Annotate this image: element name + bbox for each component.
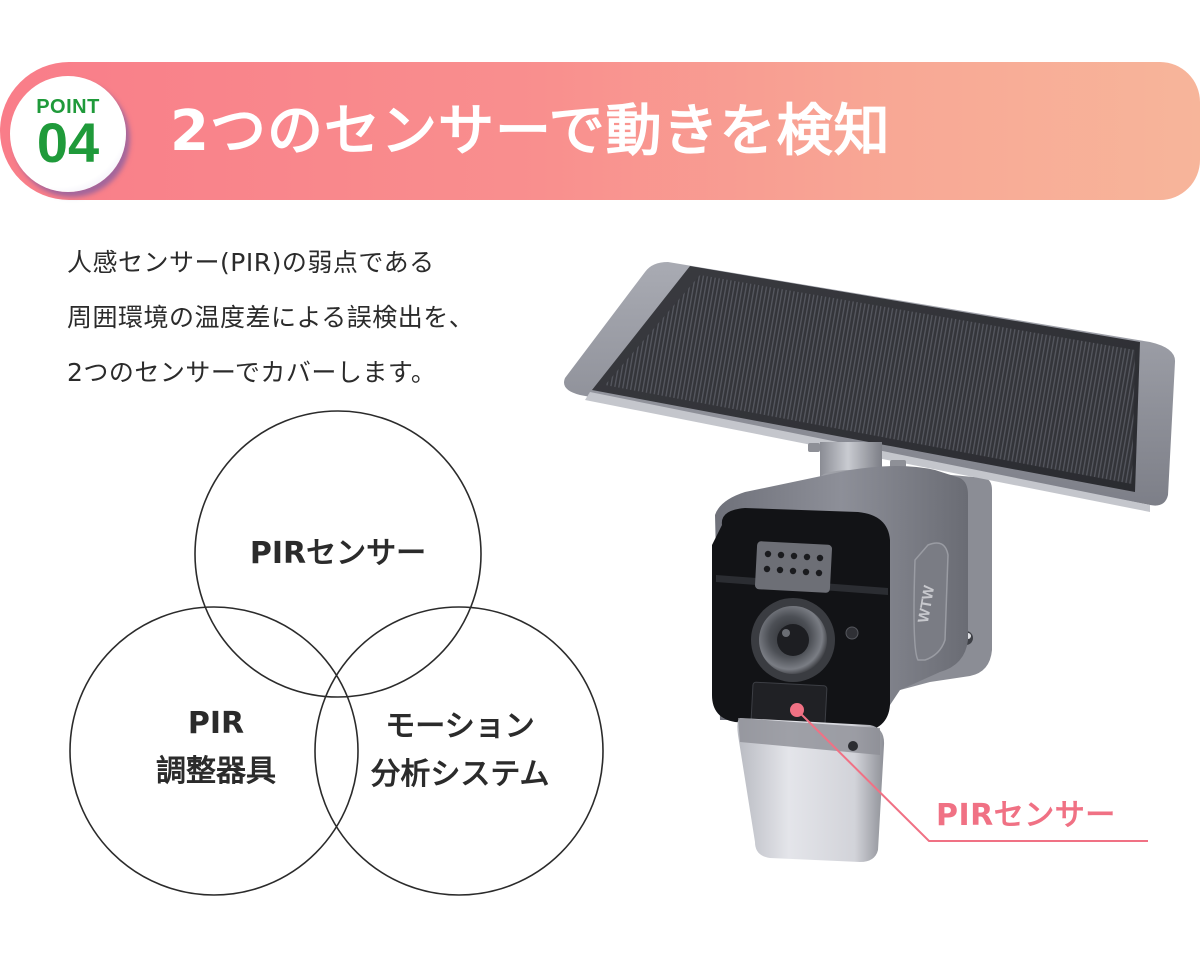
venn-label-line: モーション [385, 709, 535, 744]
venn-label-motion-analysis: モーション 分析システム [310, 703, 610, 799]
pir-housing [737, 718, 885, 862]
intro-line: 2つのセンサーでカバーします。 [67, 358, 437, 387]
venn-label-line: PIRセンサー [249, 536, 427, 571]
ir-led-grille [754, 541, 833, 593]
venn-label-line: 分析システム [370, 757, 550, 792]
venn-label-pir-sensor: PIRセンサー [188, 530, 488, 578]
badge-label: POINT [36, 96, 100, 118]
point-badge: POINT 04 [10, 76, 126, 192]
intro-text: 人感センサー(PIR)の弱点である 周囲環境の温度差による誤検出を、 2つのセン… [67, 235, 547, 400]
header-banner [0, 62, 1200, 200]
light-sensor-icon [845, 626, 859, 640]
intro-line: 人感センサー(PIR)の弱点である [67, 248, 435, 277]
venn-label-line: 調整器具 [156, 754, 276, 789]
page-title: 2つのセンサーで動きを検知 [170, 99, 891, 164]
pir-callout-line [796, 709, 1148, 842]
venn-label-line: PIR [187, 706, 245, 741]
venn-label-pir-adjuster: PIR 調整器具 [66, 700, 366, 796]
pir-callout-label: PIRセンサー [936, 798, 1116, 833]
badge-number: 04 [36, 111, 100, 174]
brand-plate [913, 542, 949, 661]
intro-line: 周囲環境の温度差による誤検出を、 [67, 303, 475, 332]
ir-led-dots [763, 550, 824, 577]
brand-mark: WTW [915, 583, 938, 624]
